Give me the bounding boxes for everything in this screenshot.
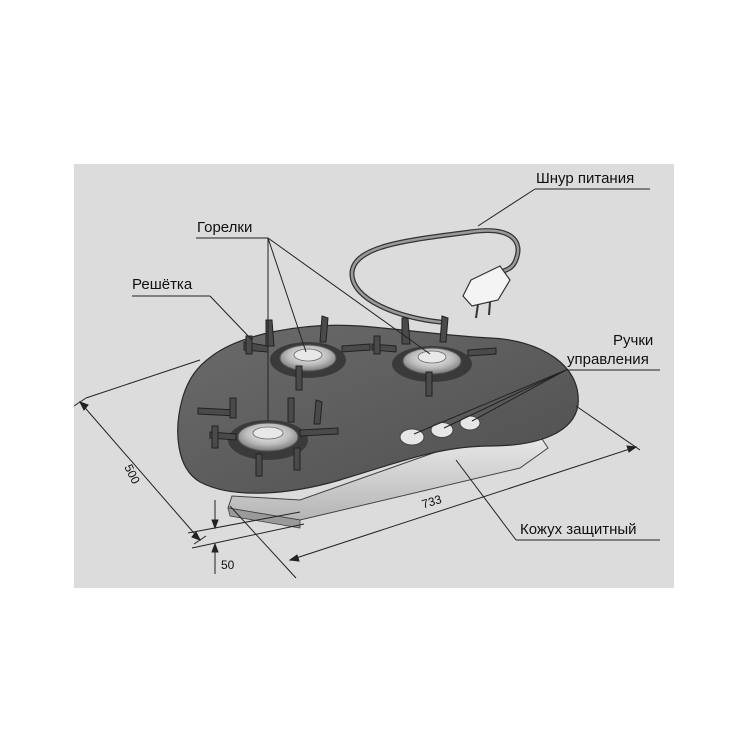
label-knobs-line2: управления (567, 351, 649, 368)
dimension-height-label: 50 (221, 558, 235, 572)
dimension-lines (73, 359, 641, 579)
label-burners: Горелки (197, 219, 253, 236)
power-cord (349, 228, 521, 325)
burner-back-right (392, 346, 472, 382)
grate-back-right (371, 315, 497, 397)
label-casing: Кожух защитный (520, 521, 637, 538)
burner-front-left (228, 420, 308, 460)
leader-lines (132, 188, 660, 541)
burner-back-left (270, 342, 346, 378)
grate-front-left (197, 397, 339, 477)
label-knobs-line1: Ручки (613, 332, 654, 349)
label-grate: Решётка (132, 276, 193, 293)
label-power-cord: Шнур питания (536, 170, 635, 187)
